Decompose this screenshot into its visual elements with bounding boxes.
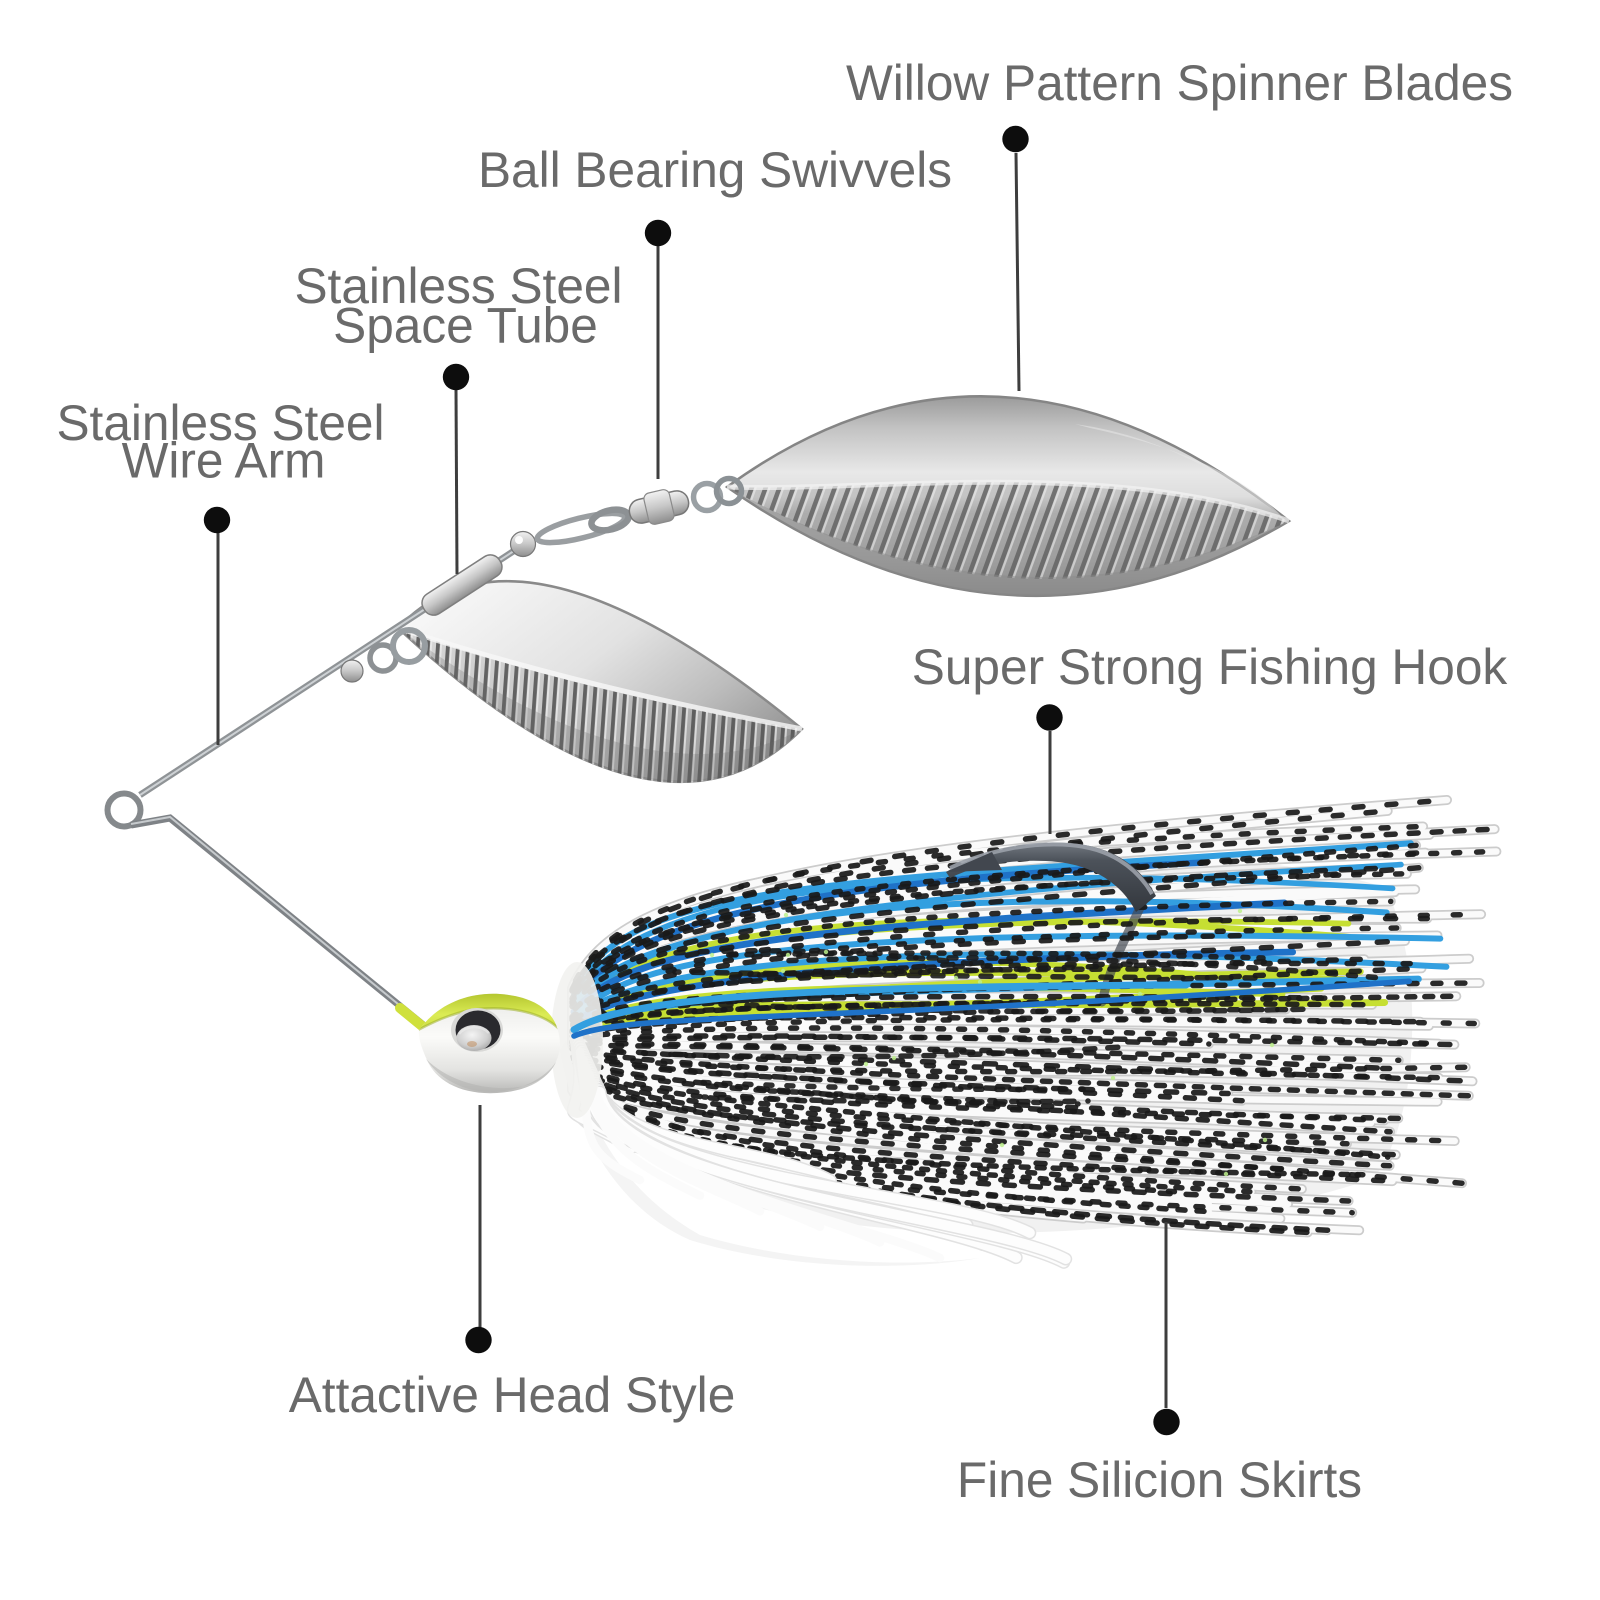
svg-text:Wire Arm: Wire Arm	[122, 433, 326, 489]
svg-text:Stainless Steel: Stainless Steel	[294, 258, 622, 314]
svg-text:Willow Pattern Spinner Blades: Willow Pattern Spinner Blades	[846, 55, 1513, 111]
svg-text:Attactive Head Style: Attactive Head Style	[289, 1367, 736, 1423]
svg-text:Super Strong Fishing Hook: Super Strong Fishing Hook	[912, 639, 1508, 695]
svg-text:Ball Bearing Swivvels: Ball Bearing Swivvels	[478, 142, 952, 198]
svg-text:Stainless Steel: Stainless Steel	[56, 395, 384, 451]
svg-text:Fine Silicion Skirts: Fine Silicion Skirts	[957, 1452, 1362, 1508]
svg-text:Space Tube: Space Tube	[333, 298, 598, 354]
